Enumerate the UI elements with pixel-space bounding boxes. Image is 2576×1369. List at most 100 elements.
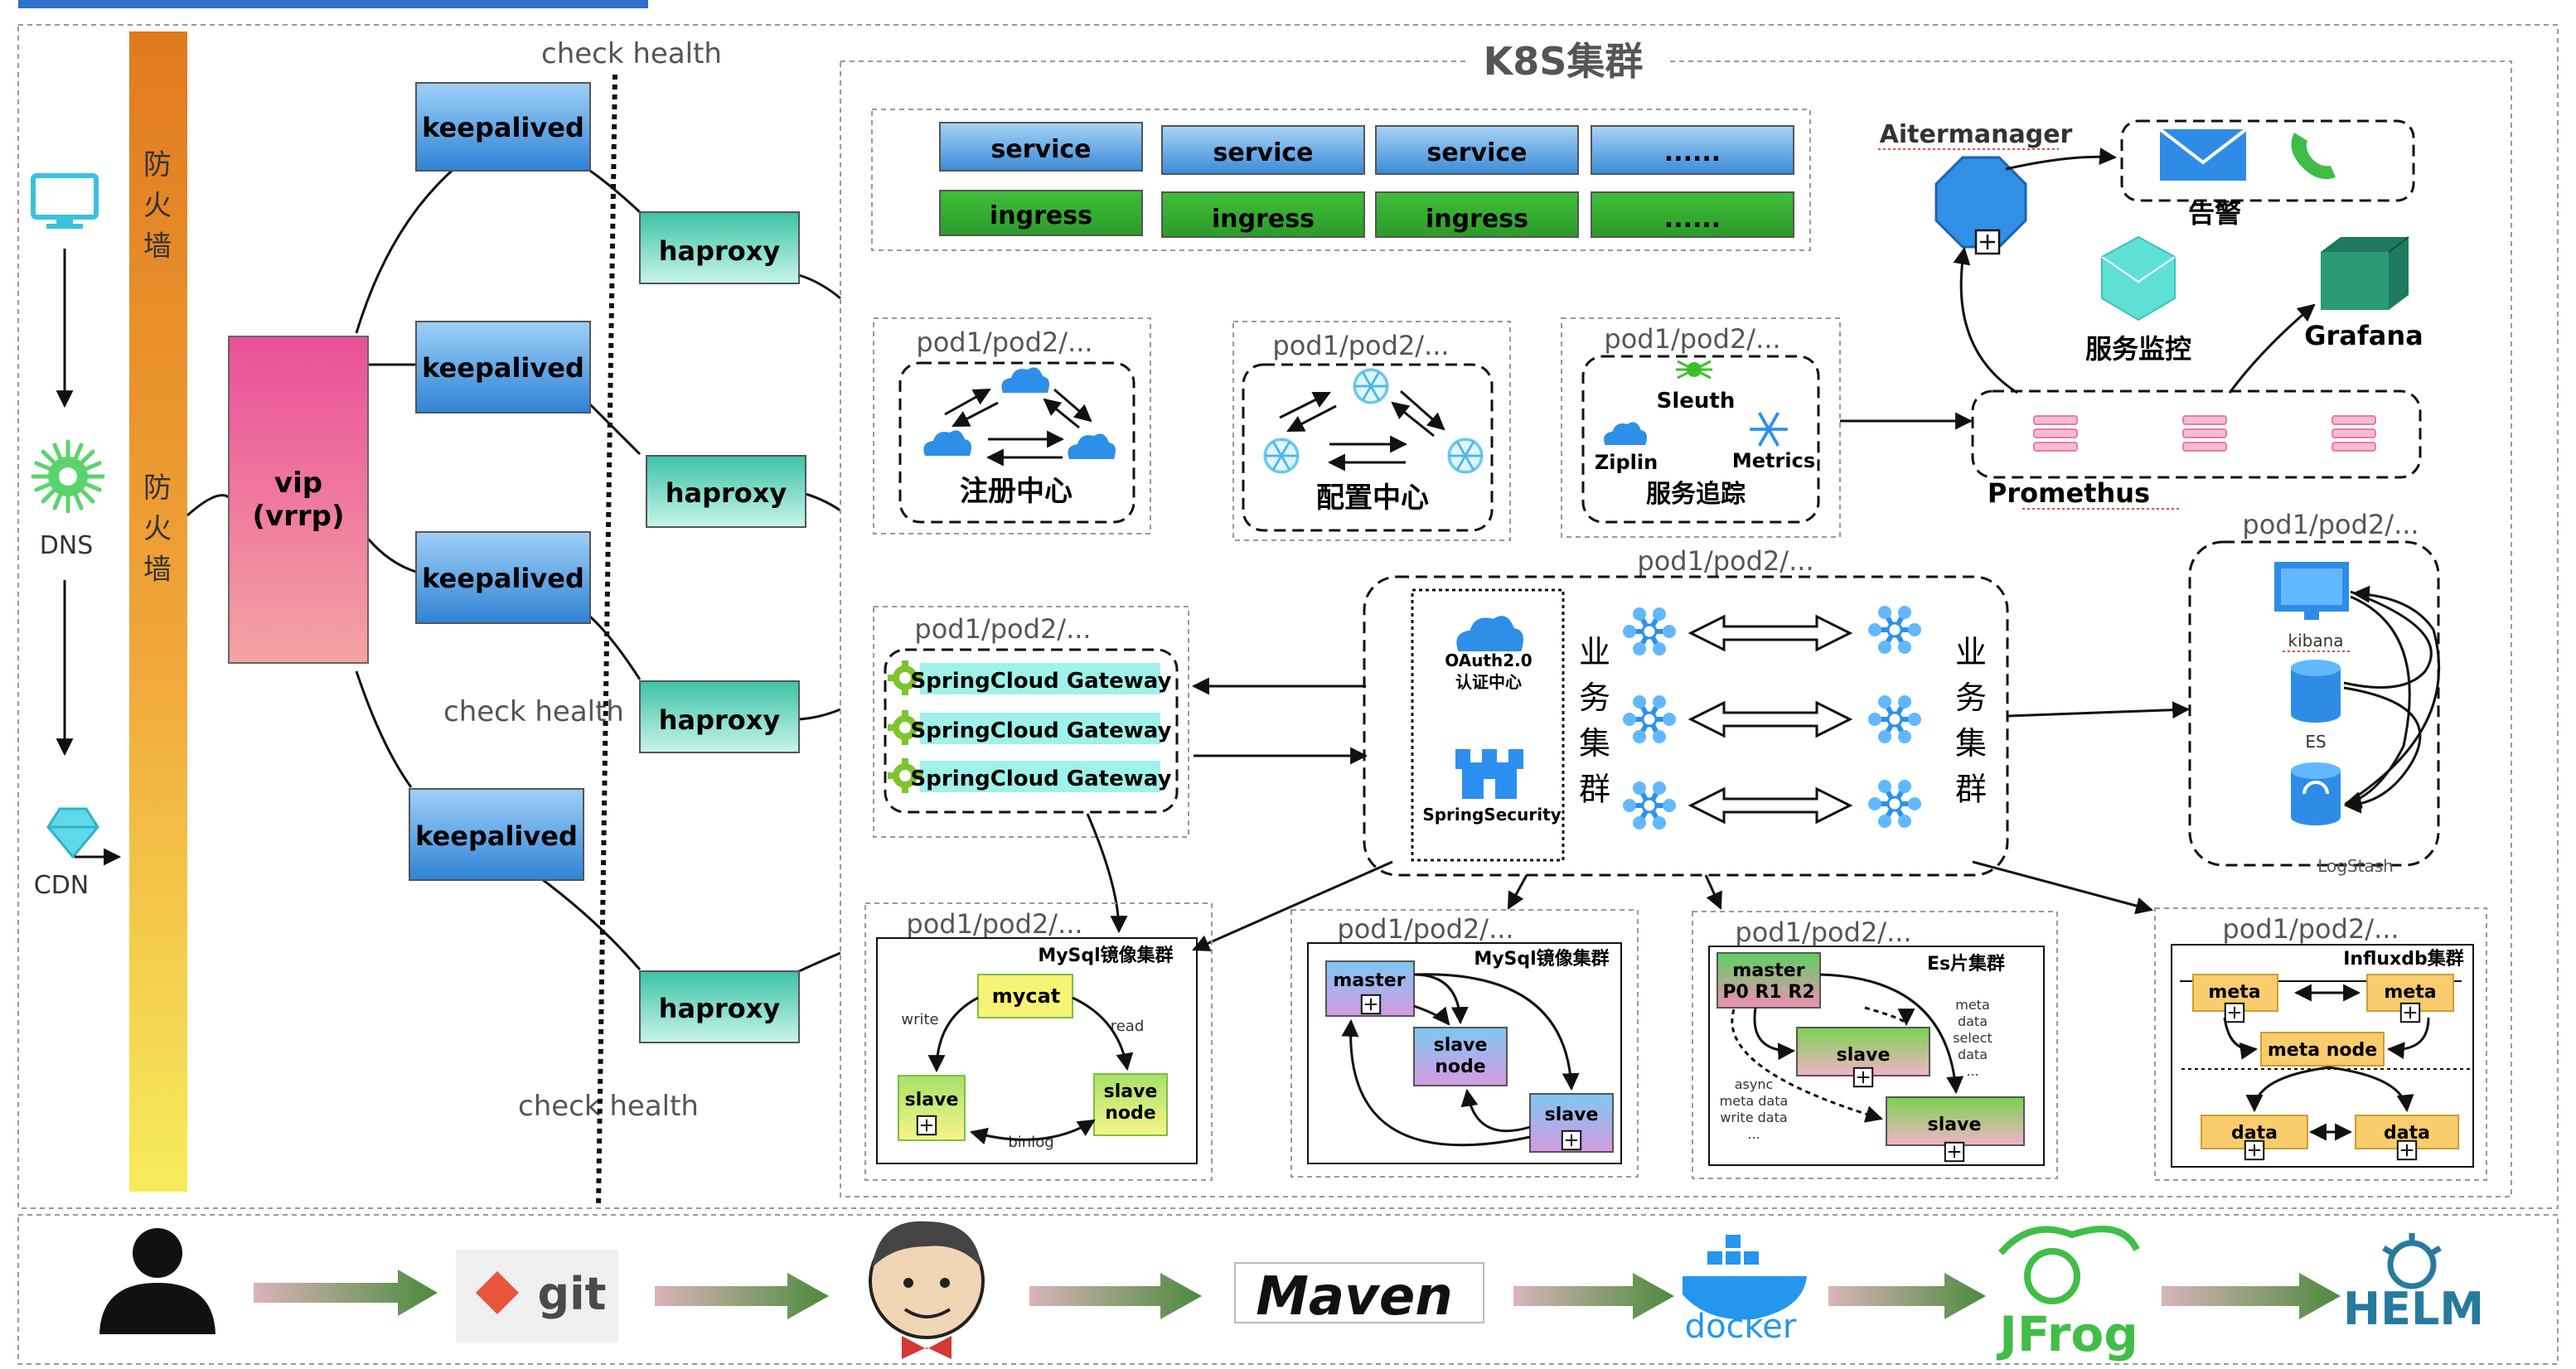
- svg-text:git: git: [538, 1268, 607, 1320]
- svg-text:SpringSecurity: SpringSecurity: [1422, 805, 1561, 825]
- dns-icon: [31, 439, 105, 514]
- mail-icon: [2158, 128, 2248, 181]
- svg-text:slave: slave: [1928, 1115, 1982, 1135]
- svg-text:Sleuth: Sleuth: [1657, 389, 1736, 414]
- svg-text:slave: slave: [1837, 1045, 1891, 1066]
- pipeline-arrow-2: [655, 1273, 829, 1319]
- svg-text:slave: slave: [1104, 1081, 1158, 1102]
- git-logo: git: [456, 1250, 618, 1342]
- pipeline-arrow-3: [1029, 1273, 1202, 1319]
- svg-text:service: service: [1213, 138, 1314, 167]
- svg-text:MySql镜像集群: MySql镜像集群: [1474, 948, 1609, 970]
- svg-text:pod1/pod2/...: pod1/pod2/...: [1272, 330, 1449, 361]
- svg-text:pod1/pod2/...: pod1/pod2/...: [1337, 913, 1513, 945]
- logging-pod: pod1/pod2/... kibana ES LogStash: [2188, 509, 2441, 876]
- keepalived-3: keepalived: [415, 531, 591, 624]
- svg-text:async: async: [1735, 1076, 1774, 1092]
- svg-text:slave: slave: [1545, 1105, 1599, 1125]
- grafana-label: Grafana: [2304, 320, 2423, 351]
- service-ingress-frame: [871, 109, 1811, 251]
- top-banner-strip: [18, 0, 648, 8]
- spring-security-castle-icon: [1455, 749, 1523, 799]
- svg-text:Influxdb集群: Influxdb集群: [2343, 948, 2464, 970]
- svg-text:node: node: [1105, 1103, 1155, 1124]
- influxdb-cluster: pod1/pod2/... Influxdb集群 meta meta meta …: [2154, 907, 2487, 1181]
- pipeline-arrow-5: [1828, 1273, 1986, 1319]
- pipeline-arrow-6: [2162, 1273, 2341, 1319]
- config-center-pod: pod1/pod2/... 配置中心: [1232, 321, 1511, 541]
- business-flake-icon-4: [1868, 695, 1921, 743]
- svg-text:select: select: [1953, 1030, 1993, 1046]
- svg-text:haproxy: haproxy: [659, 235, 781, 267]
- firewall-label-2: 防火墙: [143, 472, 172, 587]
- svg-text:LogStash: LogStash: [2317, 856, 2394, 876]
- svg-text:ingress: ingress: [1212, 205, 1315, 234]
- k8s-frame: [840, 60, 2512, 1197]
- registry-cloud-icon-2: [923, 430, 971, 456]
- arrow-gateway-mysql: [1086, 813, 1128, 934]
- prometheus-frame: [1971, 389, 2422, 479]
- svg-text:read: read: [1111, 1018, 1145, 1035]
- svg-text:kibana: kibana: [2288, 631, 2343, 651]
- prometheus-bars-icon-3: [2331, 415, 2376, 452]
- config-flake-icon-1: [1353, 368, 1389, 404]
- svg-text:SpringCloud Gateway: SpringCloud Gateway: [911, 767, 1172, 791]
- svg-text:master: master: [1732, 960, 1804, 981]
- check-health-label-bottom: check health: [518, 1090, 699, 1123]
- svg-text:meta: meta: [1955, 997, 1990, 1013]
- svg-text:ingress: ingress: [1426, 205, 1528, 234]
- svg-text:binlog: binlog: [1008, 1134, 1053, 1151]
- svg-text:P0 R1 R2: P0 R1 R2: [1722, 982, 1814, 1003]
- oauth-cloud-icon: [1456, 616, 1523, 651]
- svg-text:pod1/pod2/...: pod1/pod2/...: [914, 613, 1091, 645]
- svg-text:......: ......: [1664, 205, 1721, 234]
- business-flake-icon-6: [1868, 780, 1921, 828]
- arrow-business-logging: [2007, 701, 2191, 719]
- svg-text:...: ...: [1966, 1063, 1978, 1079]
- svg-text:Metrics: Metrics: [1732, 449, 1815, 472]
- svg-text:meta: meta: [2208, 982, 2260, 1003]
- alarm-label: 告警: [2188, 197, 2241, 229]
- haproxy-2: haproxy: [646, 455, 806, 528]
- svg-text:pod1/pod2/...: pod1/pod2/...: [1604, 323, 1780, 355]
- svg-text:ES: ES: [2305, 732, 2326, 752]
- registry-cloud-icon-3: [1068, 433, 1116, 459]
- check-health-label-middle: check health: [443, 695, 624, 728]
- svg-text:...: ...: [1747, 1126, 1760, 1142]
- jfrog-logo: JFrog: [1996, 1226, 2140, 1362]
- helm-logo: HELM: [2343, 1233, 2484, 1335]
- svg-text:docker: docker: [1685, 1308, 1797, 1346]
- alarm-frame: [2120, 119, 2415, 202]
- arrow-business-influx: [1972, 860, 2154, 915]
- config-flake-icon-2: [1263, 438, 1300, 474]
- svg-text:......: ......: [1664, 138, 1721, 167]
- svg-text:meta data: meta data: [1720, 1093, 1789, 1109]
- svg-text:data: data: [1958, 1013, 1988, 1029]
- mysql-cluster-1: pod1/pod2/... MySql镜像集群 mycat write read…: [864, 902, 1213, 1181]
- arrow-business-mysql1: [1192, 860, 1393, 951]
- svg-text:service: service: [991, 135, 1092, 164]
- maven-logo: Maven: [1234, 1262, 1484, 1328]
- svg-text:keepalived: keepalived: [415, 820, 578, 852]
- svg-text:pod1/pod2/...: pod1/pod2/...: [1735, 917, 1911, 948]
- svg-text:slave: slave: [1434, 1035, 1488, 1056]
- prometheus-label: Promethus: [1988, 477, 2150, 509]
- vip-box: [228, 336, 369, 664]
- metrics-flake-icon: [1750, 412, 1788, 447]
- svg-text:write data: write data: [1720, 1110, 1787, 1125]
- vrrp-label: (vrrp): [252, 500, 344, 533]
- svg-text:pod1/pod2/...: pod1/pod2/...: [2242, 509, 2419, 540]
- haproxy-3: haproxy: [639, 680, 800, 753]
- keepalived-2: keepalived: [415, 321, 591, 414]
- check-health-label-top: check health: [541, 37, 722, 70]
- gateway-pod: pod1/pod2/... SpringCloud Gateway Spring…: [873, 606, 1189, 838]
- svg-text:配置中心: 配置中心: [1316, 481, 1429, 515]
- vip-label: vip: [274, 467, 322, 500]
- gateway-row-3: SpringCloud Gateway: [888, 758, 1171, 793]
- gateway-row-1: SpringCloud Gateway: [888, 660, 1171, 695]
- svg-text:ingress: ingress: [990, 201, 1092, 230]
- svg-text:Ziplin: Ziplin: [1595, 451, 1658, 474]
- svg-text:master: master: [1333, 970, 1405, 991]
- business-cluster-label-right: 业务集群: [1955, 634, 1987, 807]
- registry-center-pod: pod1/pod2/... 注册中心: [873, 317, 1151, 535]
